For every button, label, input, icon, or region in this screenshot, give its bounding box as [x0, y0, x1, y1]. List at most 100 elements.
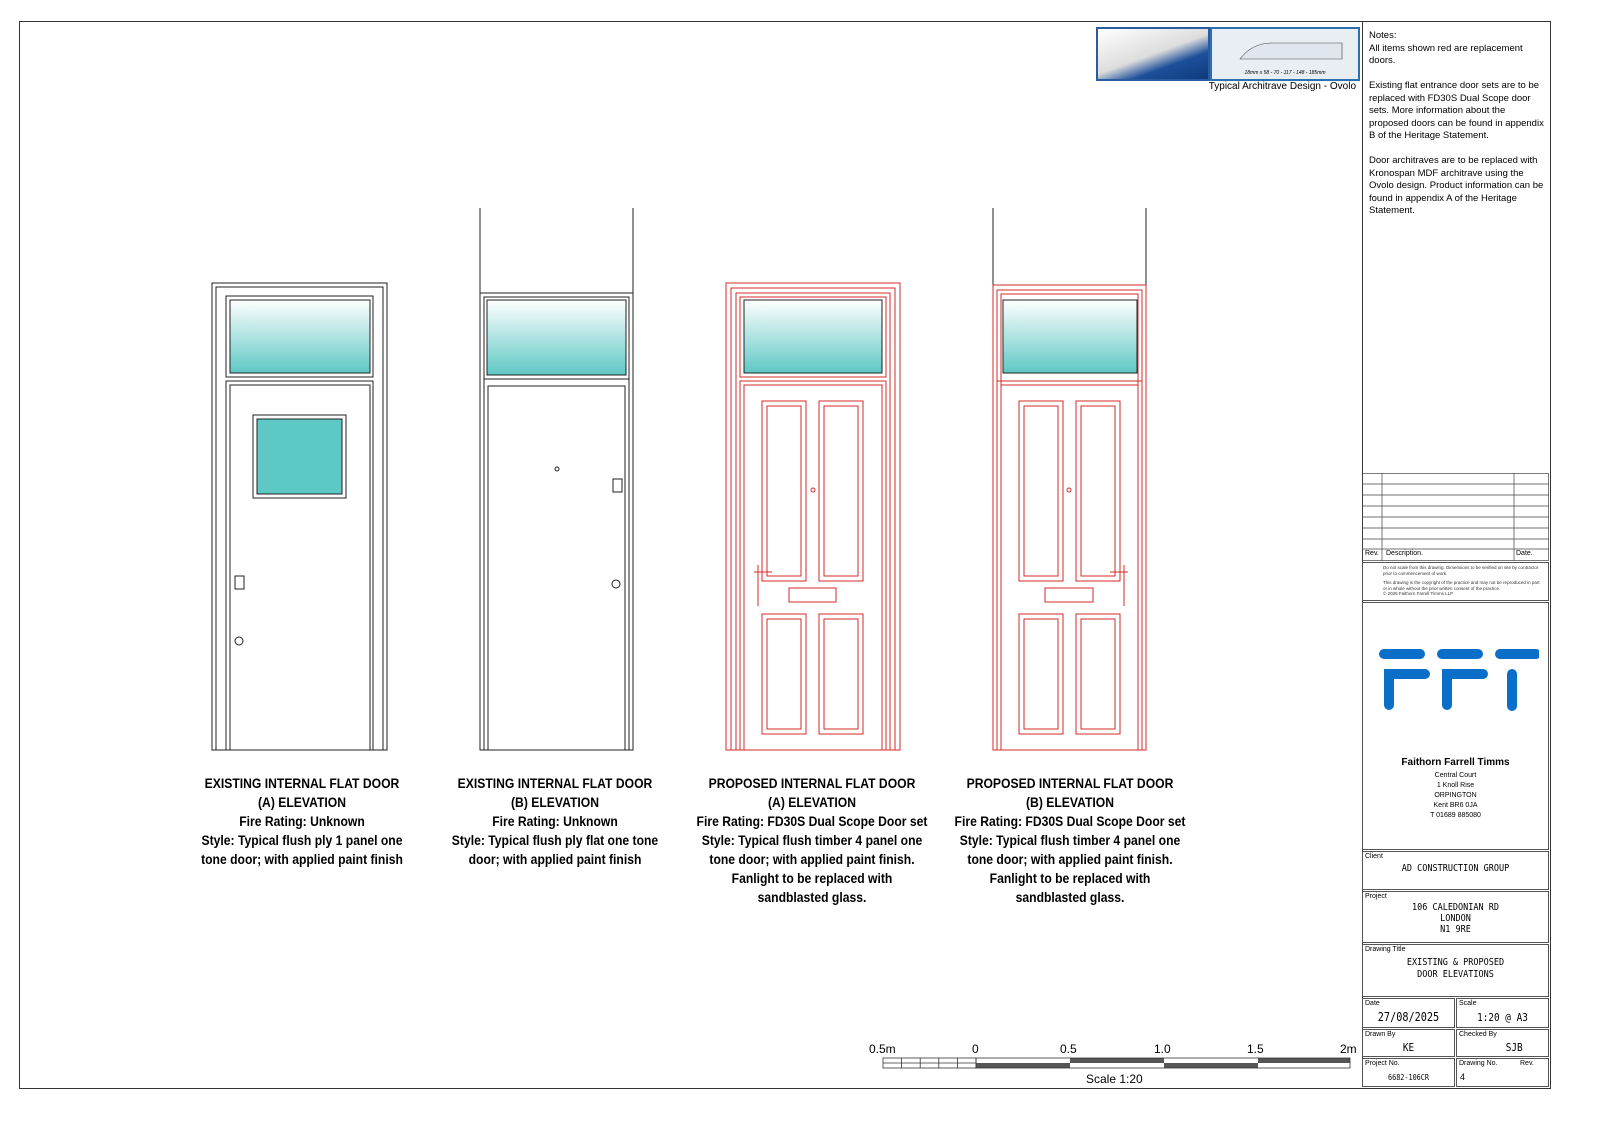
drawing-title-label: Drawing Title	[1365, 946, 1406, 953]
architrave-profile-diagram: 18mm x 58 - 70 - 117 - 148 - 185mm	[1210, 27, 1360, 81]
note: All items shown red are replacement door…	[1369, 42, 1523, 67]
address-line: Kent BR6 0JA	[1433, 802, 1478, 809]
date-label: Date	[1365, 1000, 1380, 1007]
notes-heading: Notes:	[1369, 30, 1397, 41]
caption-existing-a: EXISTING INTERNAL FLAT DOOR (A) ELEVATION…	[185, 774, 419, 869]
address-line: 1 Knoll Rise	[1436, 782, 1475, 789]
caption-line: Fanlight to be replaced with	[989, 871, 1151, 886]
scale-tick: 1.5	[1247, 1042, 1264, 1056]
caption-line: Style: Typical flush ply 1 panel one	[201, 833, 403, 848]
scale-tick: 0.5	[1060, 1042, 1077, 1056]
existing-door-a	[211, 282, 388, 751]
drawing-title-line: DOOR ELEVATIONS	[1417, 969, 1494, 980]
caption-line: EXISTING INTERNAL FLAT DOOR	[457, 776, 653, 791]
caption-line: sandblasted glass.	[757, 890, 867, 905]
note: Existing flat entrance door sets are to …	[1369, 80, 1544, 141]
practice-name: Faithorn Farrell Timms	[1401, 757, 1510, 768]
project-line: LONDON	[1440, 913, 1471, 924]
sheet-border	[19, 21, 1551, 1089]
architrave-photo	[1096, 27, 1210, 81]
checked-by-box: Checked By SJB	[1456, 1029, 1549, 1057]
checked-by-value: SJB	[1505, 1041, 1523, 1054]
project-no-label: Project No.	[1365, 1060, 1400, 1067]
client-value: AD CONSTRUCTION GROUP	[1401, 863, 1510, 874]
date-box: Date 27/08/2025	[1362, 998, 1455, 1028]
client-box: Client AD CONSTRUCTION GROUP	[1362, 851, 1549, 890]
address-line: T 01689 885080	[1430, 812, 1481, 819]
caption-line: PROPOSED INTERNAL FLAT DOOR	[966, 776, 1174, 791]
architrave-caption: Typical Architrave Design - Ovolo	[1208, 81, 1356, 92]
caption-line: tone door; with applied paint finish.	[967, 852, 1173, 867]
project-no-value: 6682-106CR	[1388, 1073, 1429, 1082]
caption-existing-b: EXISTING INTERNAL FLAT DOOR(B) ELEVATION…	[438, 774, 672, 869]
revision-table	[1362, 473, 1549, 561]
caption-line: door; with applied paint finish	[468, 852, 642, 867]
caption-line: Fire Rating: FD30S Dual Scope Door set	[954, 814, 1186, 829]
caption-line: Fire Rating: FD30S Dual Scope Door set	[696, 814, 928, 829]
description-col-header: Description.	[1386, 550, 1423, 557]
scale-tick: 0	[972, 1042, 979, 1056]
drawing-no-box: Drawing No. Rev. 4	[1456, 1058, 1549, 1087]
caption-line: PROPOSED INTERNAL FLAT DOOR	[708, 776, 916, 791]
profile-shape	[1239, 42, 1343, 60]
caption-line: sandblasted glass.	[1015, 890, 1125, 905]
scale-box: Scale 1:20 @ A3	[1456, 998, 1549, 1028]
project-line: N1 9RE	[1440, 924, 1471, 935]
existing-door-b	[479, 208, 634, 751]
scale-tick: 1.0	[1154, 1042, 1171, 1056]
drawn-by-label: Drawn By	[1365, 1031, 1396, 1038]
caption-line: (A) ELEVATION	[258, 795, 346, 810]
checked-by-label: Checked By	[1459, 1031, 1497, 1038]
project-no-box: Project No. 6682-106CR	[1362, 1058, 1455, 1087]
drawing-no-value: 4	[1460, 1072, 1466, 1082]
copyright: © 2025 Faithorn Farrell Timms LLP	[1383, 591, 1454, 596]
drawing-no-label: Drawing No.	[1459, 1060, 1498, 1067]
address-line: ORPINGTON	[1434, 792, 1477, 799]
disclaimer-line: This drawing is the copyright of the pra…	[1383, 580, 1540, 591]
drawing-title-line: EXISTING & PROPOSED	[1406, 957, 1505, 968]
disclaimer-line: Do not scale from this drawing. Dimensio…	[1383, 565, 1539, 576]
practice-block: Faithorn Farrell Timms Central Court 1 Kn…	[1362, 602, 1549, 850]
scale-tick: 0.5m	[869, 1042, 896, 1056]
drawn-by-box: Drawn By KE	[1362, 1029, 1455, 1057]
proposed-door-b	[992, 208, 1147, 751]
client-label: Client	[1365, 853, 1383, 860]
scale-bar-graphic	[882, 1057, 1351, 1069]
caption-line: (B) ELEVATION	[1026, 795, 1114, 810]
caption-line: Fire Rating: Unknown	[492, 814, 618, 829]
caption-line: tone door; with applied paint finish	[201, 852, 403, 867]
caption-line: Fanlight to be replaced with	[731, 871, 893, 886]
disclaimer: Do not scale from this drawing. Dimensio…	[1362, 562, 1549, 601]
proposed-door-a	[725, 282, 901, 751]
caption-line: Fire Rating: Unknown	[239, 814, 365, 829]
date-col-header: Date.	[1516, 550, 1533, 557]
caption-line: Style: Typical flush timber 4 panel one	[959, 833, 1181, 848]
note: Door architraves are to be replaced with…	[1369, 155, 1544, 216]
caption-line: Style: Typical flush timber 4 panel one	[701, 833, 923, 848]
scale-tick: 2m	[1340, 1042, 1357, 1056]
project-line: 106 CALEDONIAN RD	[1411, 902, 1499, 913]
caption-line: EXISTING INTERNAL FLAT DOOR	[204, 776, 400, 791]
caption-line: Style: Typical flush ply flat one tone	[451, 833, 659, 848]
caption-proposed-a: PROPOSED INTERNAL FLAT DOOR (A) ELEVATION…	[695, 774, 929, 907]
scale-label: Scale	[1459, 1000, 1477, 1007]
fft-logo	[1379, 649, 1539, 711]
rev-label: Rev.	[1520, 1060, 1534, 1067]
caption-proposed-b: PROPOSED INTERNAL FLAT DOOR (B) ELEVATION…	[953, 774, 1187, 907]
door-elevations	[211, 208, 1147, 751]
architrave-dimension: 18mm x 58 - 70 - 117 - 148 - 185mm	[1244, 70, 1326, 76]
project-label: Project	[1365, 893, 1387, 900]
caption-line: tone door; with applied paint finish.	[709, 852, 915, 867]
notes-panel: Notes: All items shown red are replaceme…	[1362, 22, 1549, 1087]
rev-col-header: Rev.	[1365, 550, 1379, 557]
address-line: Central Court	[1434, 772, 1477, 779]
date-value: 27/08/2025	[1377, 1010, 1440, 1024]
drawn-by-value: KE	[1402, 1041, 1415, 1054]
caption-line: (A) ELEVATION	[768, 795, 856, 810]
scale-label: Scale 1:20	[1086, 1072, 1143, 1086]
scale-value: 1:20 @ A3	[1477, 1011, 1528, 1024]
